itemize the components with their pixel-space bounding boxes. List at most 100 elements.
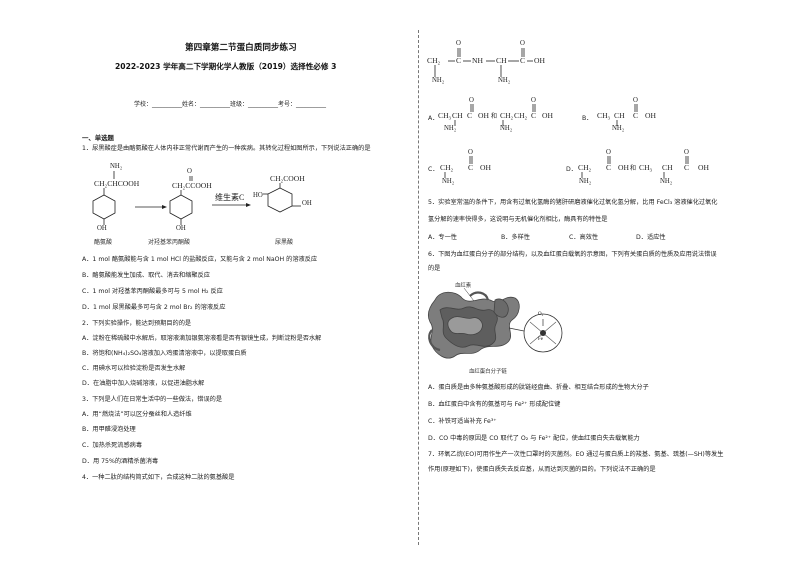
- q2-option-c[interactable]: C．用碘水可以检验淀粉是否发生水解: [82, 365, 186, 372]
- optA-right-c: C: [531, 111, 537, 120]
- q5-option-c[interactable]: C．高效性: [569, 234, 599, 241]
- dipeptide-nh2-a: NH₂: [432, 77, 445, 84]
- optA-right-o: O: [531, 97, 536, 104]
- q4-option-d-label[interactable]: D．: [566, 166, 577, 173]
- hppa-o: O: [187, 168, 192, 175]
- q3-option-a[interactable]: A．用“燃烧法”可以区分蚕丝和人造纤维: [82, 411, 192, 418]
- q1-option-b[interactable]: B．酪氨酸能发生加成、取代、消去和缩聚反应: [82, 272, 210, 279]
- optB-ch3: CH₃: [597, 111, 611, 120]
- tyrosine-caption: 酪氨酸: [94, 239, 113, 246]
- optD-left-ch2: CH₂: [578, 163, 592, 172]
- q2-stem: 2．下列实验操作，能达到预期目的的是: [82, 320, 192, 327]
- hppa-oh: OH: [176, 225, 186, 232]
- q4-option-a-label[interactable]: A．: [428, 115, 439, 122]
- q6-option-a[interactable]: A．蛋白质是由多种氨基酸形成的肽链经盘曲、折叠、相互结合形成的生物大分子: [428, 384, 649, 391]
- optC-oh: OH: [480, 163, 491, 172]
- dipeptide-ch2: CH₂: [427, 56, 441, 65]
- q4-option-b-label[interactable]: B．: [582, 115, 593, 122]
- q1-option-a[interactable]: A．1 mol 酪氨酸能与含 1 mol HCl 的盐酸反应，又能与含 2 mo…: [82, 256, 318, 263]
- column-divider: [418, 30, 419, 545]
- q6-stem-line2: 的是: [428, 265, 441, 272]
- optB-oh: OH: [645, 111, 656, 120]
- optA-left-o: O: [469, 97, 474, 104]
- dipeptide-o1: O: [456, 40, 461, 47]
- q3-stem: 3．下列是人们在日常生活中的一些做法，错误的是: [82, 396, 223, 403]
- q7-stem-line2: 作用(原理如下)，使蛋白质失去反应基，从而达到灭菌的目的。下列说法不正确的是: [428, 466, 656, 473]
- q7-stem-line1: 7．环氧乙烷(EO)可用作生产一次性口罩时的灭菌剂。EO 通过与蛋白质上的羧基、…: [428, 451, 724, 458]
- optD-left-o: O: [606, 149, 611, 156]
- optB-c: C: [633, 111, 639, 120]
- optA-right-ch2: CH₂: [500, 111, 514, 120]
- q5-option-a[interactable]: A．专一性: [428, 234, 457, 241]
- optD-right-ch: CH: [662, 163, 673, 172]
- hga-oh: OH: [302, 200, 312, 207]
- page-title: 第四章第二节蛋白质同步练习: [185, 43, 297, 53]
- q2-option-d[interactable]: D．在油脂中加入烧碱溶液，以促进油脂水解: [82, 380, 205, 387]
- section-heading-single-choice: 一、单选题: [82, 134, 114, 142]
- hga-chain: CH₂COOH: [270, 174, 305, 183]
- optD-right-o: O: [684, 149, 689, 156]
- optA-link: 和: [491, 114, 498, 120]
- dipeptide-nh2-b: NH₂: [498, 77, 511, 84]
- q3-option-d[interactable]: D．用 75%的酒精杀菌消毒: [82, 458, 159, 465]
- tyrosine-nh2: NH₂: [110, 163, 123, 170]
- optA-left-oh: OH: [478, 111, 489, 120]
- hemoglobin-label-chain: 血红蛋白分子链: [469, 369, 507, 375]
- heme-fe: Fe: [538, 337, 543, 342]
- optD-right-c: C: [684, 163, 690, 172]
- q3-option-c[interactable]: C．加热杀死流感病毒: [82, 442, 143, 449]
- optA-left-c: C: [467, 111, 473, 120]
- q2-option-a[interactable]: A．淀粉在稀硫酸中水解后，取溶液滴加银氨溶液看是否有银镜生成，判断淀粉是否水解: [82, 335, 322, 342]
- hga-caption: 尿黑酸: [275, 239, 294, 246]
- q1-option-d[interactable]: D．1 mol 尿黑酸最多可与含 2 mol Br₂ 的溶液反应: [82, 304, 226, 311]
- q5-stem-line2: 氢分解的速率快得多，这说明与无机催化剂相比，酶具有的特性是: [428, 216, 608, 223]
- q1-option-c[interactable]: C．1 mol 对羟基苯丙酮酸最多可与 5 mol H₂ 反应: [82, 288, 223, 295]
- dipeptide-o2: O: [520, 40, 525, 47]
- q5-option-d[interactable]: D．适应性: [636, 234, 666, 241]
- q1-stem: 1．尿黑酸症是由酪氨酸在人体内非正常代谢而产生的一种疾病。其转化过程如图所示，下…: [82, 145, 371, 152]
- hppa-caption: 对羟基苯丙酮酸: [148, 239, 191, 246]
- q5-option-b[interactable]: B．多样性: [501, 234, 530, 241]
- optC-ch2: CH₂: [440, 163, 454, 172]
- tyrosine-chain: CH₂CHCOOH: [94, 179, 140, 188]
- q4-option-c-label[interactable]: C．: [428, 166, 439, 173]
- q6-option-d[interactable]: D．CO 中毒的原因是 CO 取代了 O₂ 与 Fe²⁺ 配位，使血红蛋白失去载…: [428, 435, 640, 442]
- optA-left-ch3: CH₃: [438, 111, 452, 120]
- q6-option-b[interactable]: B．血红蛋白中含有的氨基可与 Fe²⁺ 形成配位键: [428, 401, 561, 408]
- optD-left-c: C: [606, 163, 612, 172]
- q4-stem: 4．一种二肽的结构简式如下，合成这种二肽的氨基酸是: [82, 474, 235, 481]
- optB-o: O: [633, 97, 638, 104]
- optC-nh2: NH₂: [442, 178, 455, 185]
- q5-stem-line1: 5．实验室常温的条件下，用含有过氧化氢酶的猪肝研磨液催化过氧化氢分解，比用 Fe…: [428, 199, 718, 206]
- heme-o2: O₂: [538, 312, 544, 317]
- optD-left-nh2: NH₂: [579, 178, 592, 185]
- hppa-chain: CH₂CCOOH: [172, 181, 212, 190]
- page-subtitle: 2022-2023 学年高二下学期化学人教版（2019）选择性必修 3: [115, 62, 337, 71]
- optD-left-oh: OH: [618, 163, 629, 172]
- optB-nh2: NH₂: [612, 125, 625, 132]
- q3-option-b[interactable]: B．用甲醛浸泡处理: [82, 426, 136, 433]
- optA-right-oh: OH: [542, 111, 553, 120]
- dipeptide-ch: CH: [496, 56, 507, 65]
- dipeptide-c1: C: [456, 56, 462, 65]
- hga-ho: HO: [253, 192, 263, 199]
- q6-option-c[interactable]: C．补铁可适当补充 Fe³⁺: [428, 418, 497, 425]
- q2-option-b[interactable]: B．将饱和(NH₄)₂SO₄溶液加入鸡蛋清溶液中，以提取蛋白质: [82, 350, 247, 357]
- optD-right-oh: OH: [698, 163, 709, 172]
- optD-right-nh2: NH₂: [660, 178, 673, 185]
- optC-o: O: [468, 149, 473, 156]
- reaction-arrow-label: 维生素C: [215, 193, 245, 202]
- dipeptide-c2: C: [520, 56, 526, 65]
- dipeptide-nh: NH: [472, 56, 483, 65]
- optD-link: 和: [630, 166, 637, 172]
- optB-ch: CH: [614, 111, 625, 120]
- optA-left-nh2: NH₂: [444, 125, 457, 132]
- optA-right-ch2b: CH₂: [514, 111, 528, 120]
- optA-left-ch: CH: [452, 111, 463, 120]
- optD-right-ch3: CH₃: [639, 163, 653, 172]
- hemoglobin-label-heme: 血红素: [455, 283, 472, 289]
